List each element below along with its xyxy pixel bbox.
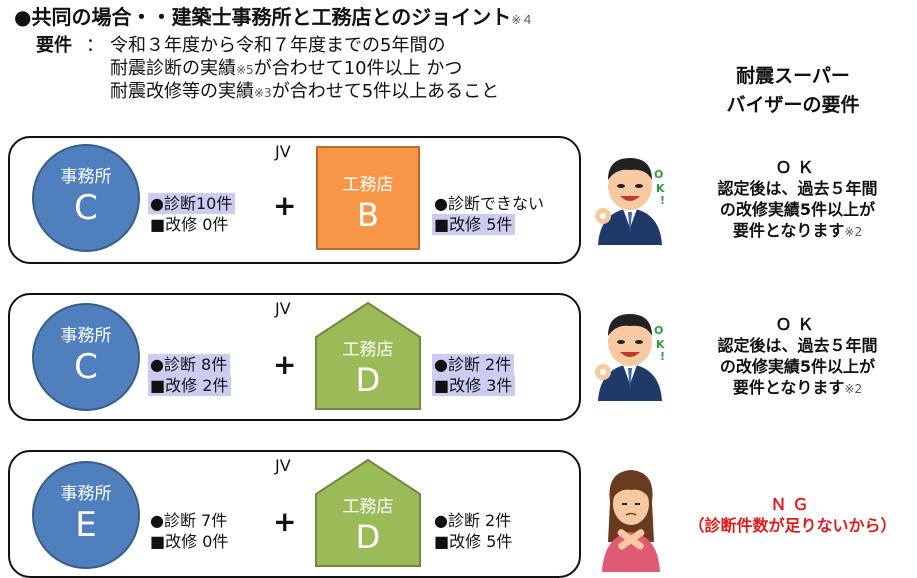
contractor-shop-house: 工務店 D [314,458,422,568]
requirements-header: ●共同の場合・・建築士事務所と工務店とのジョイント※４ 要件 ： 令和３年度から… [14,4,654,104]
svg-text:O: O [654,324,663,337]
verdict-ok: ＯＫ 認定後は、過去５年間 の改修実績5件以上が 要件となります※2 [717,315,878,397]
jv-label: JV [275,456,291,475]
verdict-ng: ＮＧ （診断件数が足りないから） [688,495,897,535]
plus-sign: + [273,189,297,222]
house-shape [315,301,421,410]
house-shape [315,458,421,567]
shop-stats: ●診断 2件 ■改修 3件 [432,354,516,396]
office-stats: ●診断10件 ■改修 0件 [148,193,236,235]
office-stats: ●診断 8件 ■改修 2件 [148,354,232,396]
svg-text:!: ! [660,194,665,207]
requirement-line-2: 耐震診断の実績※5が合わせて10件以上 かつ [110,58,463,79]
requirement-line-3: 耐震改修等の実績※3が合わせて5件以上あること [110,81,500,102]
requirements-label: 要件 [36,35,72,56]
requirements-colon: ： [86,35,104,56]
svg-text:O: O [654,168,663,181]
header-title-note: ※４ [511,13,534,27]
office-stats: ●診断 7件 ■改修 0件 [150,511,229,551]
man-ok-gesture-icon: O K ! [595,314,665,401]
office-circle: 事務所 C [32,144,140,252]
shop-stats: ●診断 2件 ■改修 5件 [434,511,513,551]
header-title: ●共同の場合・・建築士事務所と工務店とのジョイント※４ [14,5,534,29]
verdict-ok: ＯＫ 認定後は、過去５年間 の改修実績5件以上が 要件となります※2 [717,158,878,240]
contractor-shop-house: 工務店 D [314,301,422,411]
requirement-line-1: 令和３年度から令和７年度までの5年間の [110,35,446,56]
shop-stats: ●診断できない ■改修 5件 [432,194,544,235]
woman-x-gesture-icon [602,470,660,572]
svg-text:!: ! [660,350,665,363]
supervisor-requirements-title: 耐震スーパー バイザーの要件 [726,65,860,116]
contractor-shop-box: 工務店 B [316,146,420,250]
office-circle: 事務所 E [32,461,140,569]
requirements-block: 要件 ： 令和３年度から令和７年度までの5年間の 耐震診断の実績※5が合わせて1… [14,34,654,104]
man-ok-gesture-icon: O K ! [595,158,665,245]
office-circle: 事務所 C [32,303,140,411]
plus-sign: + [273,505,297,538]
plus-sign: + [273,348,297,381]
svg-text:K: K [656,338,665,351]
svg-text:K: K [656,182,665,195]
jv-label: JV [275,299,291,318]
jv-label: JV [275,142,291,161]
